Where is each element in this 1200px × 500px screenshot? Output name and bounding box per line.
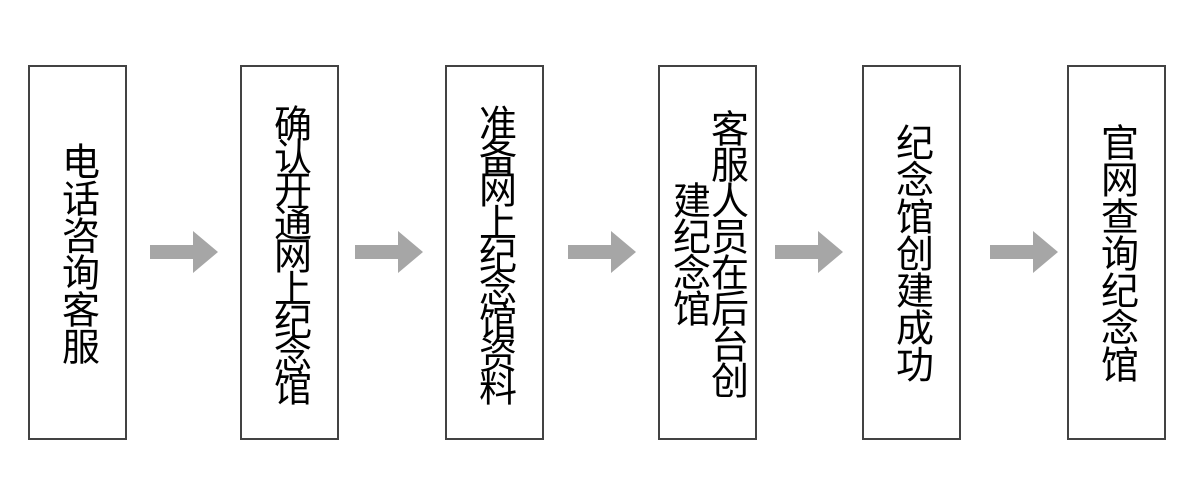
flow-node-3[interactable]: 准备网上纪念馆资料 [445,65,544,440]
flow-arrow-5 [990,231,1058,273]
flow-arrow-1 [150,231,218,273]
flow-arrow-2 [355,231,423,273]
flow-node-3-label: 准备网上纪念馆资料 [472,104,517,401]
flow-node-4[interactable]: 客服人员在后台创建纪念馆 [658,65,757,440]
right-arrow-icon [355,231,423,273]
right-arrow-icon [990,231,1058,273]
flow-node-6[interactable]: 官网查询纪念馆 [1067,65,1166,440]
flow-node-2-label: 确认开通网上纪念馆 [267,104,312,401]
flow-node-1[interactable]: 电话咨询客服 [28,65,127,440]
right-arrow-icon [775,231,843,273]
right-arrow-icon [150,231,218,273]
flow-node-5[interactable]: 纪念馆创建成功 [862,65,961,440]
right-arrow-icon [568,231,636,273]
flow-node-4-label: 客服人员在后台创建纪念馆 [666,108,749,397]
flow-node-1-label: 电话咨询客服 [55,141,100,364]
flow-node-6-label: 官网查询纪念馆 [1094,123,1139,382]
flow-node-5-label: 纪念馆创建成功 [889,123,934,382]
flow-arrow-4 [775,231,843,273]
flow-arrow-3 [568,231,636,273]
flow-node-2[interactable]: 确认开通网上纪念馆 [240,65,339,440]
